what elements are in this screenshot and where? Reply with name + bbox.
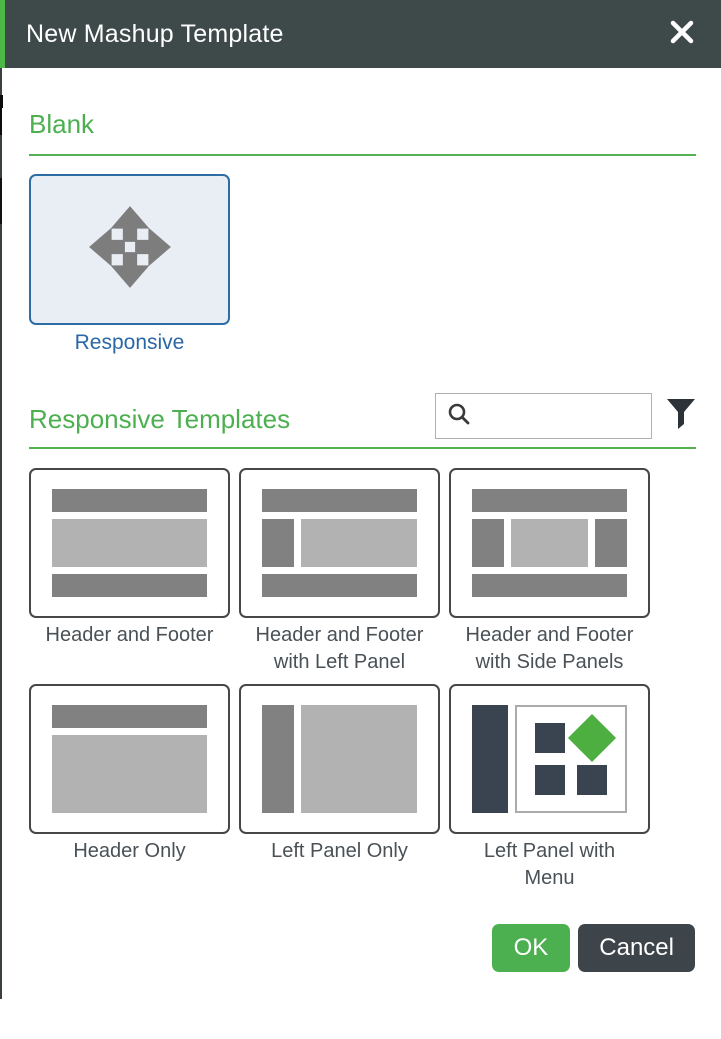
responsive-templates-heading: Responsive Templates [29,404,291,434]
thumbnail-header-and-footer [52,489,207,597]
template-label[interactable]: Header and Footer with Left Panel [255,624,424,673]
backdrop-fragment [0,95,3,135]
backdrop-edge [0,68,2,999]
template-card-header-footer-side-panels[interactable] [449,468,650,618]
template-cell: Left Panel with Menu [449,684,650,898]
menu-left-panel [472,705,508,813]
search-icon [446,401,472,432]
thumbnail-left-panel-only [262,705,417,813]
dialog-title: New Mashup Template [26,19,284,48]
template-search-box [435,393,704,439]
menu-diamond-icon [567,713,617,763]
search-input[interactable] [472,396,704,436]
close-icon [667,17,697,52]
dialog-body: Blank Responsive Responsive Templates [2,108,721,1039]
template-label[interactable]: Left Panel Only [271,840,408,862]
responsive-templates-grid: Header and Footer Header and Footer with… [29,468,696,898]
template-card-left-panel-with-menu[interactable] [449,684,650,834]
thumbnail-header-footer-left-panel [262,489,417,597]
template-cell: Header Only [29,684,230,898]
dialog-footer: OK Cancel [29,924,696,972]
blank-section-heading: Blank [29,109,95,139]
thumbnail-left-panel-with-menu [472,705,627,813]
template-label[interactable]: Header and Footer [45,624,214,646]
section-divider [29,154,696,156]
template-label-responsive[interactable]: Responsive [74,331,185,354]
section-divider [29,447,696,449]
close-button[interactable] [665,17,699,51]
template-label[interactable]: Left Panel with Menu [483,840,616,889]
menu-square [535,723,565,753]
template-card-header-only[interactable] [29,684,230,834]
dialog-header: New Mashup Template [0,0,721,68]
ok-button[interactable]: OK [491,924,571,972]
template-card-responsive[interactable] [29,174,230,325]
template-card-left-panel-only[interactable] [239,684,440,834]
move-arrows-icon [84,201,176,298]
template-cell: Left Panel Only [239,684,440,898]
cancel-button[interactable]: Cancel [578,924,695,972]
filter-button[interactable] [666,398,696,435]
template-label[interactable]: Header and Footer with Side Panels [465,624,634,673]
template-card-header-and-footer[interactable] [29,468,230,618]
template-cell: Header and Footer with Side Panels [449,468,650,682]
thumbnail-header-footer-side-panels [472,489,627,597]
template-cell: Header and Footer [29,468,230,682]
thumbnail-header-only [52,705,207,813]
filter-funnel-icon [666,398,696,435]
template-label[interactable]: Header Only [73,840,186,862]
new-mashup-template-dialog: New Mashup Template Blank [0,0,721,972]
menu-square [577,765,607,795]
template-cell: Header and Footer with Left Panel [239,468,440,682]
responsive-templates-header-row: Responsive Templates [29,393,704,439]
menu-box [515,705,627,813]
menu-square [535,765,565,795]
template-card-header-footer-left-panel[interactable] [239,468,440,618]
